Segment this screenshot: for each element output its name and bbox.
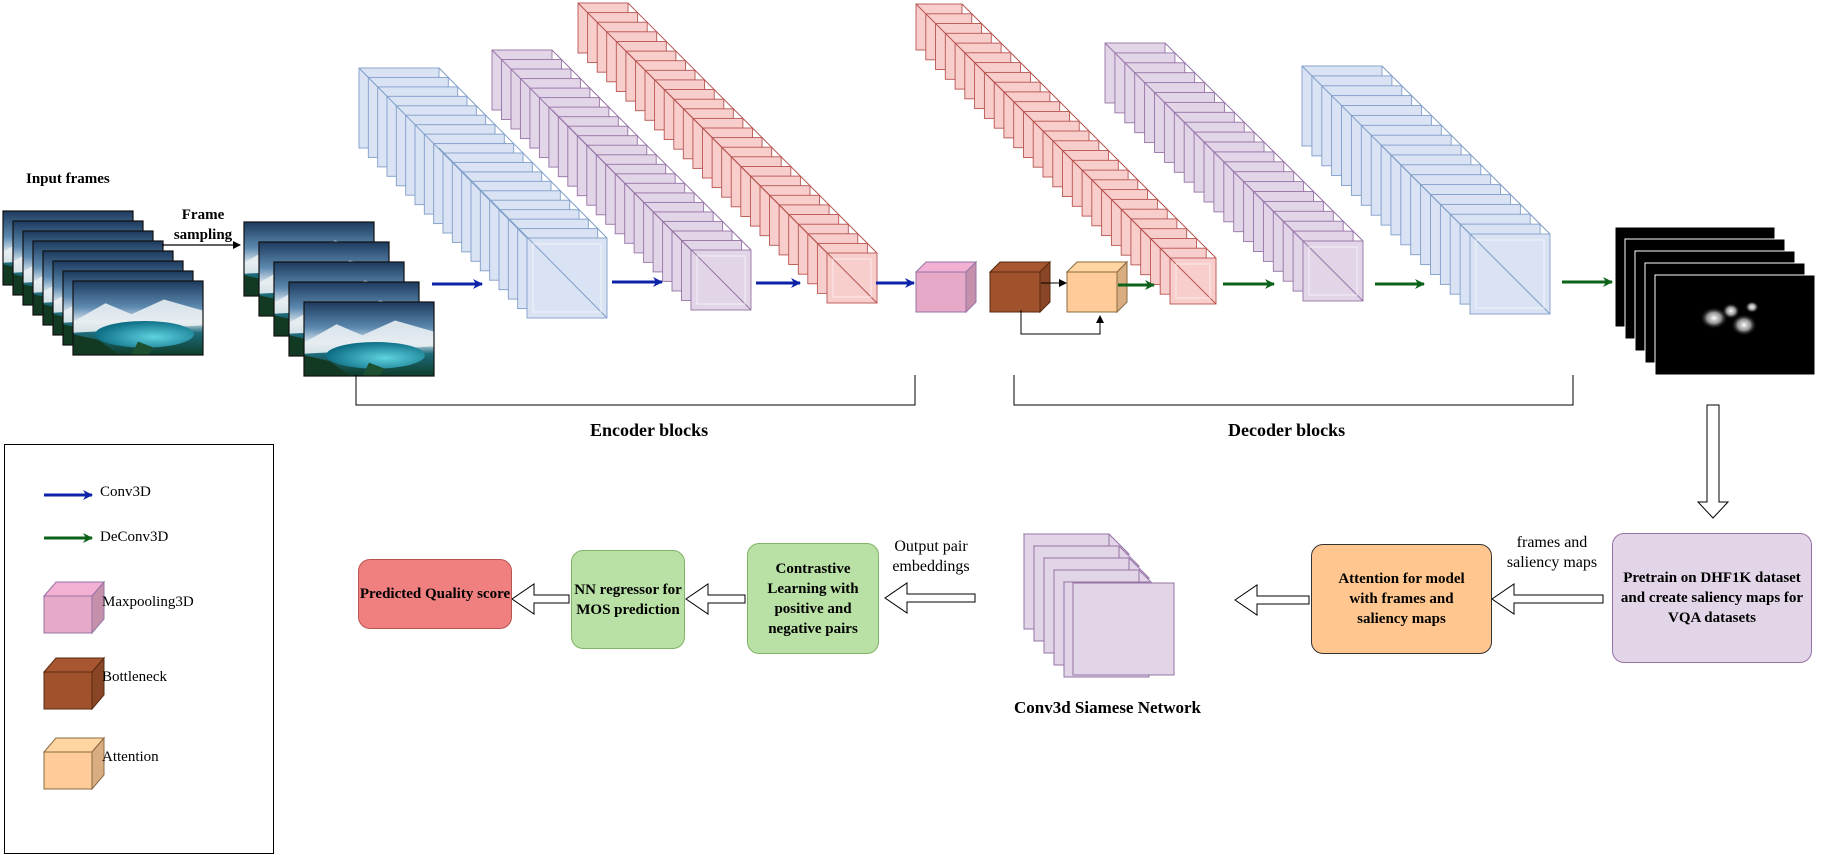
input-frames-label: Input frames [26, 171, 110, 187]
hollow-arrow [1491, 583, 1604, 615]
layer-face-inner [832, 258, 872, 298]
legend-attention-label: Attention [102, 749, 159, 765]
frame-thumbnail [72, 280, 204, 356]
frame-sampling-label: Frame sampling [173, 207, 233, 243]
nn-regressor-text: NN regressor for MOS prediction [574, 581, 682, 618]
frame-island [131, 341, 154, 355]
legend-box [4, 444, 274, 854]
legend-cubes [42, 580, 106, 791]
legend-bottleneck-cube [42, 656, 106, 711]
layer-edge [627, 52, 878, 304]
saliency-blob [1731, 314, 1757, 336]
frame-thumbnail [303, 301, 435, 377]
hollow-arrow [884, 582, 976, 614]
siamese-front [1072, 582, 1175, 676]
saliency-blob [1722, 303, 1740, 319]
layer-edge [1164, 102, 1364, 302]
layer-edge [551, 109, 752, 311]
layer-edge [961, 49, 1217, 305]
pretrain-box: Pretrain on DHF1K dataset and create sal… [1612, 533, 1812, 663]
layer-edge [438, 147, 608, 319]
encoder-bracket [355, 375, 916, 406]
output-pair-label: Output pair embeddings [892, 538, 970, 575]
legend-symbols [44, 490, 93, 543]
maxpool-cube [914, 260, 978, 314]
saliency-blob [1745, 301, 1759, 313]
siamese-network-label: Conv3d Siamese Network [1014, 698, 1201, 717]
layer-face-inner [532, 243, 602, 313]
nn-regressor-box: NN regressor for MOS prediction [571, 550, 685, 649]
encoder-block-1 [358, 67, 608, 319]
cube-front [915, 271, 967, 313]
layer-edge [438, 67, 608, 239]
encoder-blocks-label: Encoder blocks [590, 420, 709, 440]
cube-front [43, 595, 93, 634]
legend-deconv3d-label: DeConv3D [100, 529, 169, 545]
small-cubes [914, 260, 1129, 314]
saliency-map [1654, 274, 1816, 376]
frame-forest [304, 355, 350, 376]
layer-edge [1381, 145, 1551, 315]
legend-maxpool-cube [42, 580, 106, 635]
frame-border [72, 280, 204, 356]
encoder-block-3 [577, 2, 878, 304]
decoder-blocks-label: Decoder blocks [1228, 420, 1346, 440]
predicted-quality-box: Predicted Quality score [358, 559, 512, 629]
decoder-block-2 [1104, 42, 1364, 302]
predicted-quality-text: Predicted Quality score [359, 586, 511, 602]
layer-edge [551, 49, 752, 251]
frame-forest [73, 334, 119, 355]
attention-cube [1065, 260, 1129, 314]
saliency-blob [1700, 307, 1728, 329]
frame-lake [95, 320, 194, 348]
layer-face-inner [696, 255, 746, 305]
cube-front [43, 671, 93, 710]
decoder-bracket [1013, 375, 1574, 406]
legend-attention-cube [42, 736, 106, 791]
contrastive-learning-box: Contrastive Learning with positive and n… [747, 543, 879, 654]
cube-front [989, 271, 1041, 313]
hollow-arrow [685, 583, 746, 615]
layer-face-inner [1175, 263, 1211, 299]
input-frames-stack [2, 210, 204, 356]
layer-edge [961, 3, 1217, 259]
attention-model-box: Attention for model with frames and sali… [1311, 544, 1492, 654]
layer-edge [627, 2, 878, 254]
legend-conv3d-label: Conv3D [100, 484, 151, 500]
siamese-network-stack [1022, 533, 1175, 678]
deconv3d-arrows [1118, 277, 1613, 290]
frame-lake [326, 341, 425, 369]
frame-border [303, 301, 435, 377]
layer-edge [1381, 65, 1551, 235]
legend-bottleneck-label: Bottleneck [102, 669, 167, 685]
sampled-frames-stack [243, 221, 435, 377]
frames-saliency-label: frames and saliency maps [1506, 534, 1598, 571]
decoder-block-1 [915, 3, 1217, 305]
layer-edge [358, 67, 528, 239]
skip-connection-arrow [1020, 310, 1104, 335]
conv3d-arrows [432, 277, 915, 289]
contrastive-learning-text: Contrastive Learning with positive and n… [767, 560, 859, 637]
layer-edge [1164, 42, 1364, 242]
cube-front [43, 751, 93, 790]
decoder-block-3 [1301, 65, 1551, 315]
cube-front [1066, 271, 1118, 313]
down-hollow-arrow [1696, 404, 1730, 519]
attention-model-text: Attention for model with frames and sali… [1338, 571, 1465, 627]
hollow-left-arrows [511, 582, 1604, 616]
bottleneck-cube [988, 260, 1052, 314]
saliency-map-stack [1614, 226, 1816, 376]
hollow-arrow [511, 583, 570, 615]
legend-maxpool-label: Maxpooling3D [102, 594, 194, 610]
frame-island [362, 362, 385, 376]
layer-face-inner [1475, 239, 1545, 309]
pretrain-text: Pretrain on DHF1K dataset and create sal… [1620, 570, 1804, 626]
layer-face-inner [1308, 246, 1358, 296]
encoder-block-2 [491, 49, 752, 311]
hollow-arrow [1234, 584, 1310, 616]
